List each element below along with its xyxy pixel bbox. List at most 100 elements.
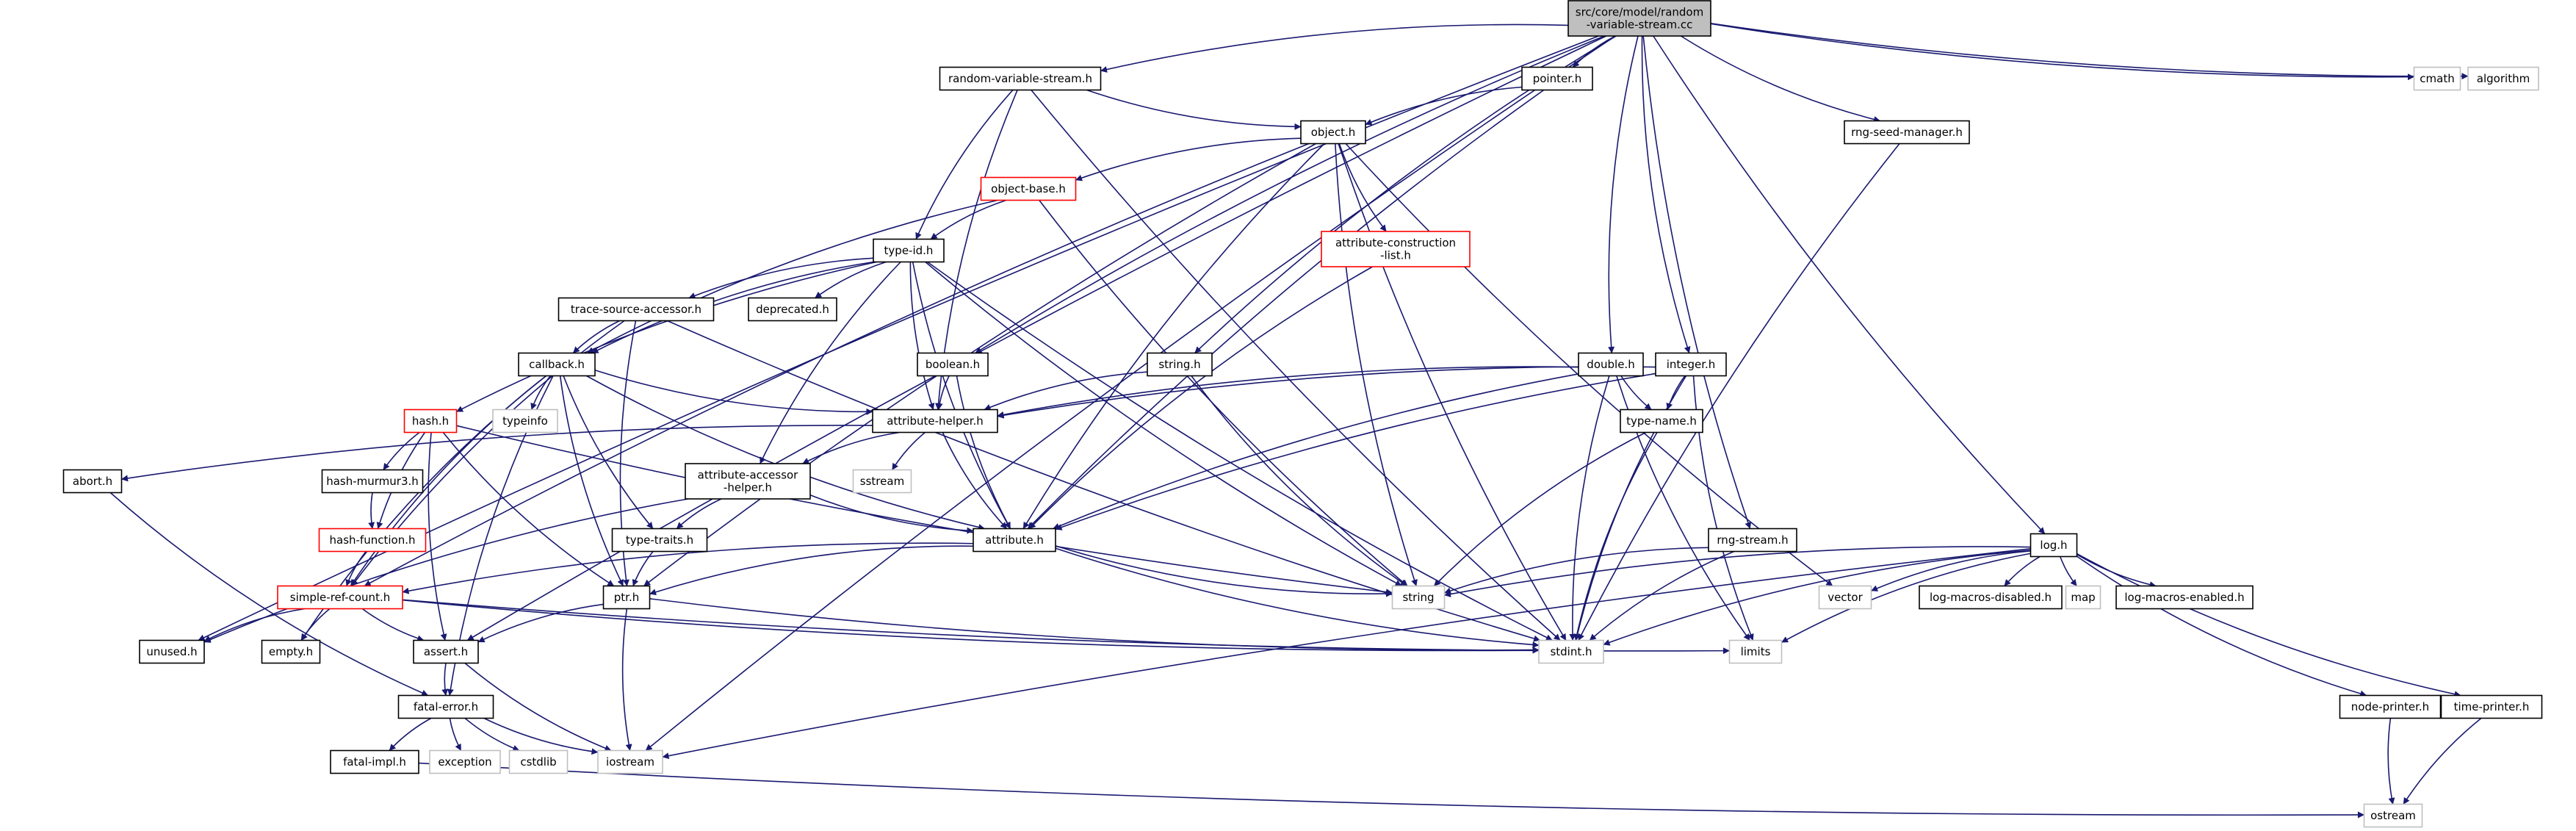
edge-type-name-h-to-stdint-h	[1573, 432, 1658, 641]
graph-node-lme-h[interactable]: log-macros-enabled.h	[2115, 585, 2254, 610]
graph-node-exception[interactable]: exception	[429, 749, 501, 774]
graph-node-string[interactable]: string	[1391, 585, 1446, 610]
node-box	[1147, 352, 1213, 377]
graph-node-deprecated-h[interactable]: deprecated.h	[748, 297, 837, 322]
graph-node-pointer-h[interactable]: pointer.h	[1521, 66, 1593, 91]
graph-node-object-base-h[interactable]: object-base.h	[980, 176, 1077, 201]
edge-attr-cons-h-to-attribute-h	[1028, 266, 1373, 530]
node-box	[518, 352, 596, 377]
graph-node-ptr-h[interactable]: ptr.h	[602, 585, 651, 610]
graph-node-sstream[interactable]: sstream	[852, 469, 912, 494]
graph-node-type-traits-h[interactable]: type-traits.h	[611, 528, 708, 553]
edge-tsa-h-to-callback-h	[572, 320, 621, 354]
graph-node-time-printer-h[interactable]: time-printer.h	[2440, 694, 2543, 719]
node-box	[1818, 585, 1872, 610]
graph-node-aah-h[interactable]: attribute-accessor-helper.h	[685, 463, 811, 500]
edge-attribute-h-to-string	[1055, 545, 1393, 597]
graph-node-map[interactable]: map	[2065, 585, 2101, 610]
graph-node-unused-h[interactable]: unused.h	[139, 639, 205, 664]
edge-root-to-cmath	[1710, 23, 2414, 81]
graph-node-boolean-h[interactable]: boolean.h	[917, 352, 989, 377]
node-box	[321, 469, 424, 494]
edge-attribute-h-to-ptr-h	[649, 545, 974, 596]
node-box	[973, 528, 1056, 553]
graph-node-src-h[interactable]: simple-ref-count.h	[277, 585, 403, 610]
node-label: src/core/model/random	[1576, 6, 1703, 19]
node-label: stdint.h	[1550, 645, 1592, 658]
graph-node-rvs-h[interactable]: random-variable-stream.h	[939, 66, 1102, 91]
edge-object-h-to-attribute-h	[1022, 143, 1325, 529]
graph-node-iostream[interactable]: iostream	[597, 749, 663, 774]
edge-ptr-h-to-assert-h	[477, 603, 604, 643]
graph-node-tsa-h[interactable]: trace-source-accessor.h	[558, 297, 715, 322]
graph-node-limits[interactable]: limits	[1728, 639, 1783, 664]
graph-node-rng-stream-h[interactable]: rng-stream.h	[1708, 528, 1797, 553]
node-box	[139, 639, 205, 664]
node-box	[2363, 803, 2423, 828]
node-box	[1538, 639, 1604, 664]
graph-node-assert-h[interactable]: assert.h	[413, 639, 479, 664]
graph-node-string-h[interactable]: string.h	[1147, 352, 1213, 377]
node-label: vector	[1828, 591, 1863, 604]
node-box	[872, 409, 998, 434]
edge-log-h-to-node-printer-h	[2077, 555, 2367, 697]
node-label: attribute-helper.h	[887, 414, 984, 428]
edge-type-id-h-to-aah-h	[760, 261, 901, 464]
graph-node-object-h[interactable]: object.h	[1300, 120, 1366, 145]
graph-node-attr-cons-h[interactable]: attribute-construction-list.h	[1321, 231, 1471, 267]
node-box	[2115, 585, 2254, 610]
graph-node-attr-helper-h[interactable]: attribute-helper.h	[872, 409, 998, 434]
edge-log-h-to-stdint-h	[1603, 550, 2031, 646]
graph-node-type-name-h[interactable]: type-name.h	[1620, 409, 1703, 434]
graph-node-fatal-impl-h[interactable]: fatal-impl.h	[330, 749, 419, 774]
edge-ptr-h-to-stdint-h	[649, 598, 1540, 654]
graph-node-empty-h[interactable]: empty.h	[261, 639, 321, 664]
graph-node-rng-seed-h[interactable]: rng-seed-manager.h	[1844, 120, 1970, 145]
edge-attr-helper-h-to-aah-h	[802, 431, 900, 464]
edge-hash-func-h-to-src-h	[345, 551, 367, 586]
graph-node-stdint-h[interactable]: stdint.h	[1538, 639, 1604, 664]
graph-node-vector[interactable]: vector	[1818, 585, 1872, 610]
edge-fatal-impl-h-to-ostream	[418, 762, 2364, 819]
graph-node-log-h[interactable]: log.h	[2030, 533, 2078, 558]
graph-node-lmd-h[interactable]: log-macros-disabled.h	[1919, 585, 2063, 610]
graph-node-cstdlib[interactable]: cstdlib	[508, 749, 569, 774]
graph-node-fatal-error-h[interactable]: fatal-error.h	[397, 694, 494, 719]
graph-node-murmur-h[interactable]: hash-murmur3.h	[321, 469, 424, 494]
graph-node-root[interactable]: src/core/model/random-variable-stream.cc	[1567, 0, 1711, 37]
node-label: node-printer.h	[2351, 700, 2429, 713]
graph-node-abort-h[interactable]: abort.h	[62, 469, 123, 494]
node-box	[1708, 528, 1797, 553]
graph-node-attribute-h[interactable]: attribute.h	[973, 528, 1056, 553]
graph-node-algorithm[interactable]: algorithm	[2467, 66, 2539, 91]
node-label: attribute.h	[985, 533, 1044, 547]
graph-node-hash-h[interactable]: hash.h	[403, 409, 458, 434]
node-box	[611, 528, 708, 553]
node-box	[2339, 694, 2442, 719]
edge-type-id-h-to-stdint-h	[927, 261, 1553, 641]
graph-node-node-printer-h[interactable]: node-printer.h	[2339, 694, 2442, 719]
graph-node-callback-h[interactable]: callback.h	[518, 352, 596, 377]
edge-abort-h-to-fatal-error-h	[109, 492, 429, 697]
node-label: hash.h	[412, 414, 449, 428]
graph-node-type-id-h[interactable]: type-id.h	[873, 238, 945, 263]
node-box	[558, 297, 715, 322]
edge-src-h-to-unused-h	[203, 608, 306, 642]
graph-node-cmath[interactable]: cmath	[2413, 66, 2461, 91]
node-label: attribute-accessor	[698, 469, 799, 482]
graph-node-typeinfo[interactable]: typeinfo	[492, 409, 558, 434]
edge-fatal-error-h-to-exception	[449, 718, 462, 751]
node-box	[261, 639, 321, 664]
graph-node-hash-func-h[interactable]: hash-function.h	[318, 528, 427, 553]
node-box	[397, 694, 494, 719]
node-box	[318, 528, 427, 553]
node-label: fatal-impl.h	[343, 755, 406, 769]
edge-root-to-algorithm	[1710, 22, 2469, 80]
node-label: cstdlib	[520, 755, 556, 769]
node-box	[1578, 352, 1644, 377]
node-label: double.h	[1587, 358, 1634, 371]
node-box	[1844, 120, 1970, 145]
graph-node-double-h[interactable]: double.h	[1578, 352, 1644, 377]
graph-node-ostream[interactable]: ostream	[2363, 803, 2423, 828]
graph-node-integer-h[interactable]: integer.h	[1655, 352, 1727, 377]
